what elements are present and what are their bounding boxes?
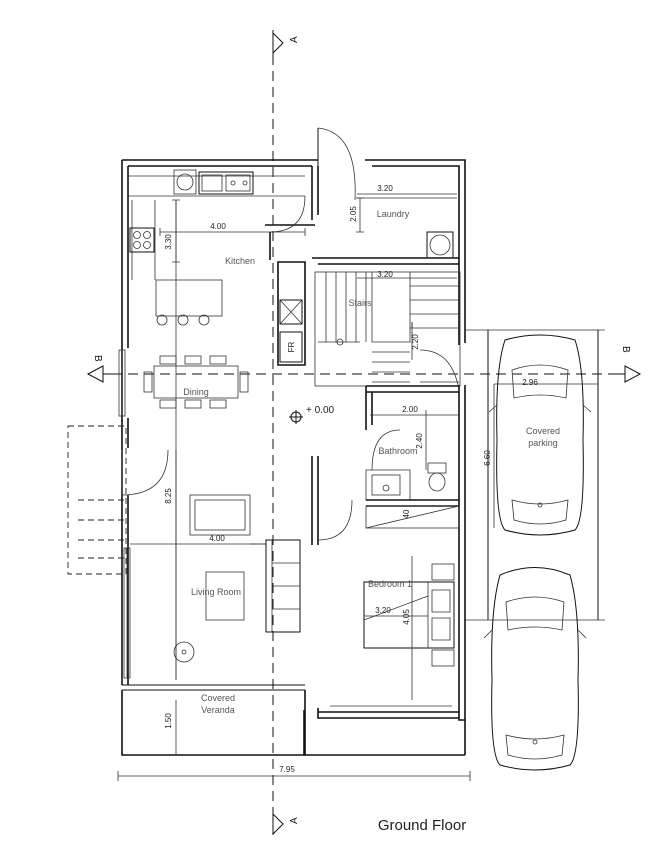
dim-stairs-width: 3.20	[377, 270, 393, 279]
dim-kitchen-depth: 3.30	[164, 234, 173, 250]
dim-living-width: 4.00	[209, 534, 225, 543]
dim-bedroom-width: 3.20	[375, 606, 391, 615]
dim-closet: 40	[402, 509, 411, 518]
bedroom	[330, 563, 455, 707]
drawing-title: Ground Floor	[378, 817, 466, 834]
room-label-living-room: Living Room	[191, 587, 241, 597]
room-label-veranda-line2: Veranda	[201, 705, 235, 715]
section-marker-a-top: A	[289, 36, 300, 43]
section-axis-a	[272, 30, 284, 836]
dim-parking-width: 2.96	[522, 378, 538, 387]
dim-living-depth: 8.25	[164, 488, 173, 504]
section-marker-b-right: B	[620, 346, 631, 353]
fridge-label: FR	[287, 341, 296, 352]
exterior-walls	[121, 159, 466, 756]
car-bottom	[483, 567, 587, 771]
section-axis-b	[86, 365, 642, 383]
stairs	[314, 271, 461, 387]
room-label-parking-line1: Covered	[526, 426, 560, 436]
room-label-parking-line2: parking	[528, 438, 558, 448]
section-marker-b-left: B	[92, 355, 103, 362]
laundry	[311, 127, 459, 265]
room-label-bedroom: Bedroom 1	[368, 579, 412, 589]
dim-veranda-depth: 1.50	[164, 713, 173, 729]
room-label-kitchen: Kitchen	[225, 256, 255, 266]
dim-laundry-width: 3.20	[377, 184, 393, 193]
dim-bathroom-depth: 2.40	[415, 433, 424, 449]
section-marker-a-bottom: A	[289, 817, 300, 824]
level-marker: + 0.00	[306, 405, 335, 416]
dim-total-width: 7.95	[279, 765, 295, 774]
dim-bathroom-width: 2.00	[402, 405, 418, 414]
dim-laundry-depth: 2.05	[349, 206, 358, 222]
left-windows	[118, 349, 131, 679]
dining	[143, 355, 249, 409]
room-label-dining: Dining	[183, 387, 209, 397]
entrance-steps	[67, 425, 169, 575]
room-label-bathroom: Bathroom	[378, 446, 417, 456]
kitchen	[128, 169, 315, 366]
car-top	[488, 334, 592, 536]
covered-parking	[464, 329, 605, 621]
dim-kitchen-width: 4.00	[210, 222, 226, 231]
dimension-lines	[117, 193, 598, 781]
bathroom	[311, 385, 460, 545]
dim-bedroom-depth: 4.05	[402, 609, 411, 625]
dim-stairs-depth: 2.20	[411, 334, 420, 350]
level-marker-symbol	[289, 410, 303, 424]
room-label-veranda-line1: Covered	[201, 693, 235, 703]
room-label-stairs: Stairs	[348, 298, 372, 308]
dim-parking-depth: 6.60	[483, 450, 492, 466]
living-room	[130, 200, 301, 680]
room-label-laundry: Laundry	[377, 209, 410, 219]
